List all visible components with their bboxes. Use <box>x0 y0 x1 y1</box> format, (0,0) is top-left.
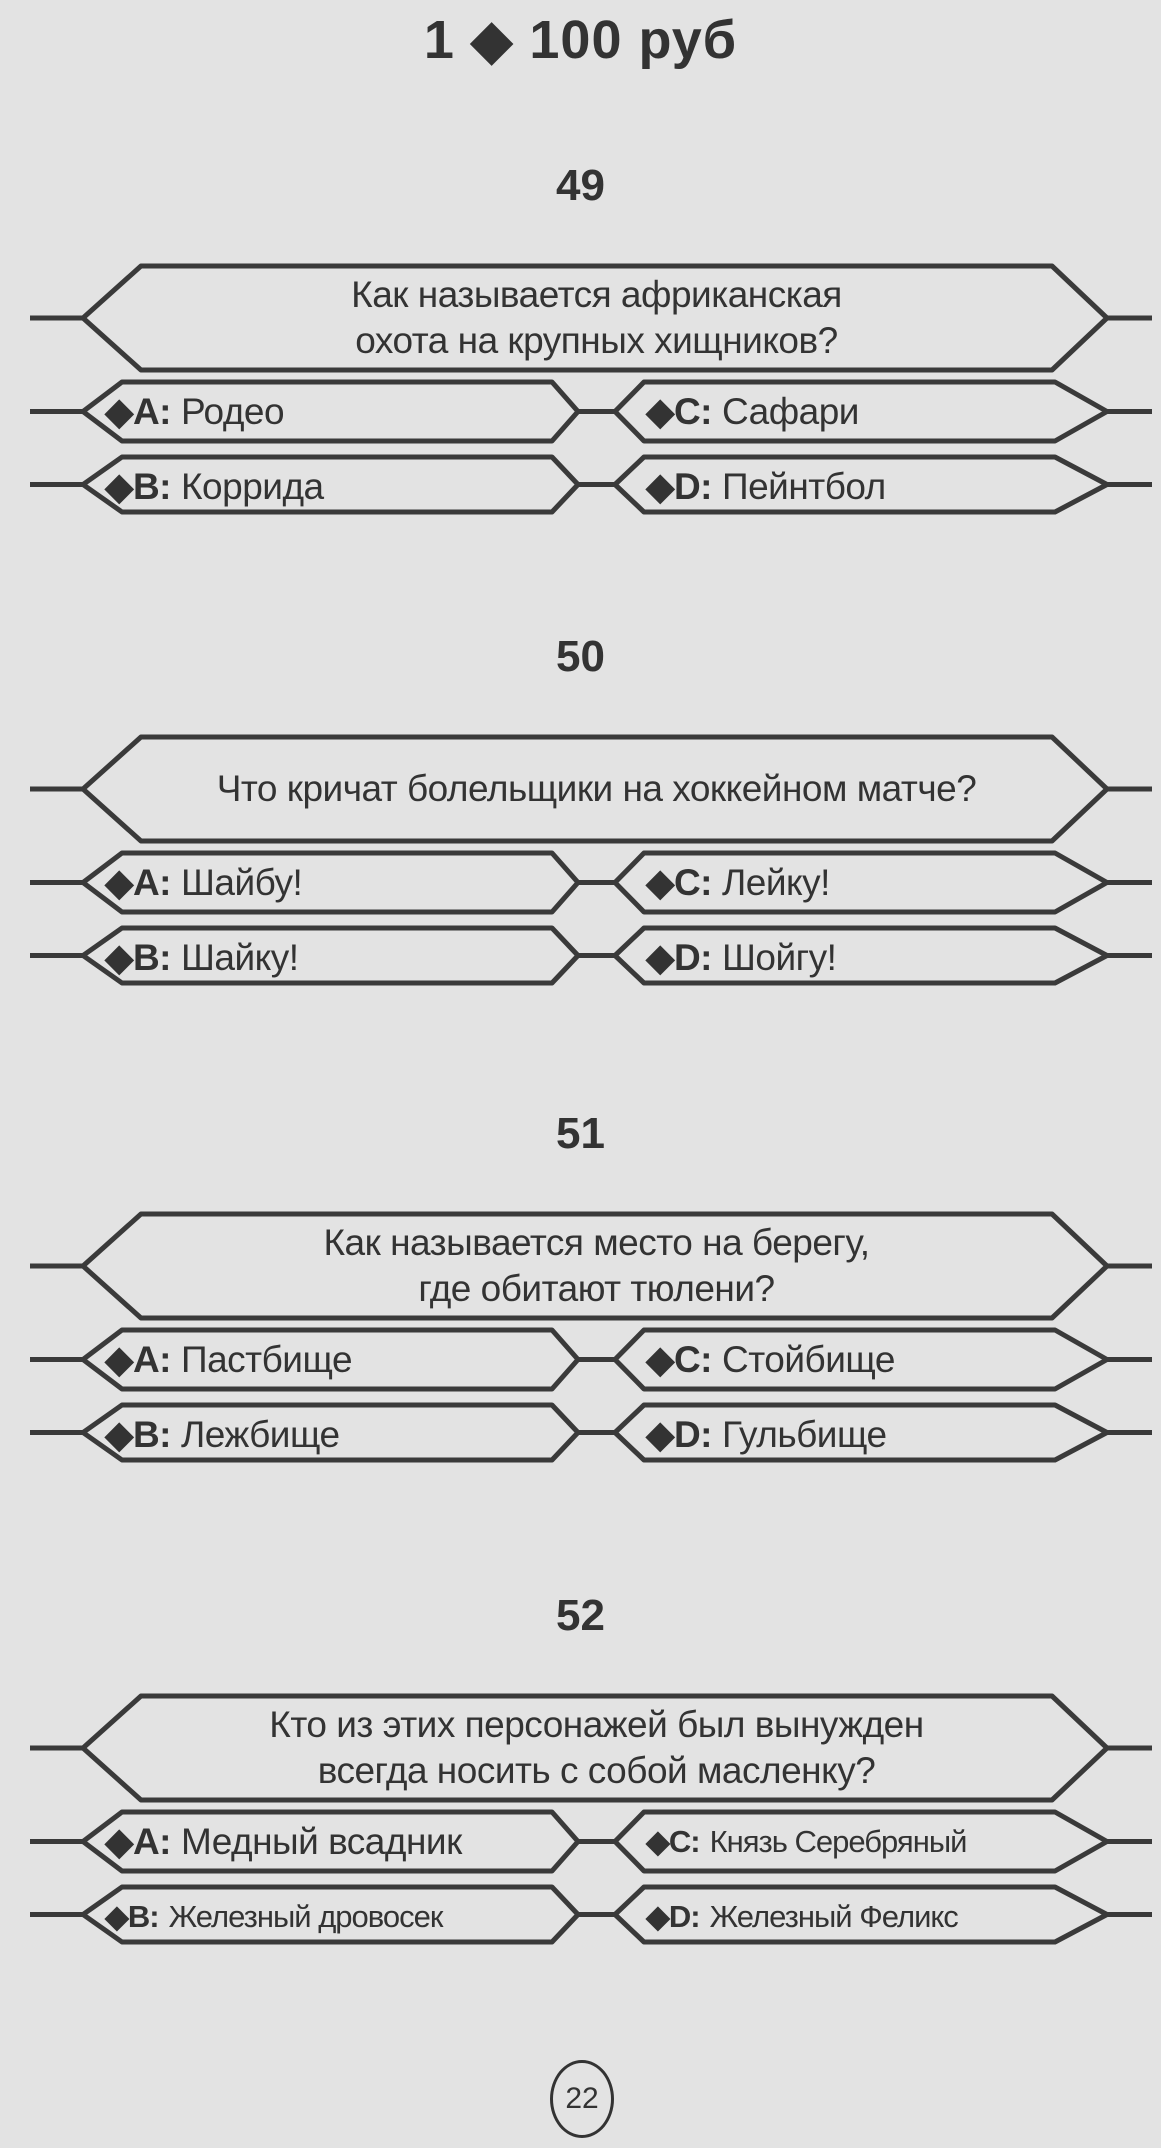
frame-graphics <box>30 734 1152 986</box>
answer-label: ◆B: <box>105 1414 172 1455</box>
answer-label: ◆D: <box>646 466 713 507</box>
answer-text: Гульбище <box>722 1413 887 1455</box>
answer-b[interactable]: ◆B:Железный дровосек <box>105 1887 444 1946</box>
answer-text: Пейнтбол <box>722 465 886 507</box>
answer-b[interactable]: ◆B:Лежбище <box>105 1405 340 1464</box>
page-number: 22 <box>550 2060 614 2138</box>
question-block: 52 Кто из этих персонажей был вынужден в… <box>0 1586 1161 1946</box>
answer-text: Князь Серебряный <box>709 1823 968 1859</box>
answer-d[interactable]: ◆D:Шойгу! <box>646 928 837 987</box>
answer-text: Стойбище <box>722 1338 895 1380</box>
answer-label: ◆A: <box>105 1821 172 1862</box>
answer-label: ◆D: <box>646 1414 713 1455</box>
question-text: Кто из этих персонажей был вынужден всег… <box>269 1704 924 1791</box>
answer-text: Шайку! <box>181 936 299 978</box>
question-number: 52 <box>556 1591 605 1640</box>
answer-text: Железный дровосек <box>168 1898 444 1934</box>
frame-graphics <box>30 1693 1152 1945</box>
answer-label: ◆C: <box>646 1339 713 1380</box>
answer-text: Шойгу! <box>722 936 837 978</box>
answer-c[interactable]: ◆C:Стойбище <box>646 1330 895 1389</box>
question-block: 49 Как называется африканская охота на к… <box>0 156 1161 516</box>
answer-label: ◆A: <box>105 1339 172 1380</box>
frame-graphics <box>30 1211 1152 1463</box>
answer-label: ◆C: <box>646 862 713 903</box>
answer-text: Родео <box>181 390 285 432</box>
answer-label: ◆B: <box>105 937 172 978</box>
answer-text: Сафари <box>722 390 859 432</box>
answer-a[interactable]: ◆A:Родео <box>105 382 285 441</box>
question-block: 50 Что кричат болельщики на хоккейном ма… <box>0 627 1161 987</box>
question-text: Как называется африканская охота на круп… <box>351 274 842 361</box>
answer-c[interactable]: ◆C:Князь Серебряный <box>646 1812 968 1871</box>
answer-label: ◆A: <box>105 391 172 432</box>
question-block: 51 Как называется место на берегу, где о… <box>0 1104 1161 1464</box>
question-number: 50 <box>556 632 605 681</box>
question-text: Как называется место на берегу, где обит… <box>323 1222 870 1309</box>
answer-label: ◆C: <box>646 1823 701 1859</box>
answer-a[interactable]: ◆A:Медный всадник <box>105 1812 462 1871</box>
answer-d[interactable]: ◆D:Железный Феликс <box>646 1887 959 1946</box>
answer-label: ◆B: <box>105 1898 160 1934</box>
answer-d[interactable]: ◆D:Пейнтбол <box>646 457 886 516</box>
page-title: 1 ◆ 100 руб <box>423 10 738 70</box>
answer-c[interactable]: ◆C:Лейку! <box>646 853 830 912</box>
answer-label: ◆D: <box>646 937 713 978</box>
answer-text: Медный всадник <box>181 1820 462 1862</box>
answer-text: Лейку! <box>722 861 830 903</box>
question-text: Что кричат болельщики на хоккейном матче… <box>216 768 977 809</box>
answer-d[interactable]: ◆D:Гульбище <box>646 1405 887 1464</box>
answer-a[interactable]: ◆A:Шайбу! <box>105 853 303 912</box>
question-number: 51 <box>556 1109 605 1158</box>
answer-text: Шайбу! <box>181 861 303 903</box>
answer-b[interactable]: ◆B:Коррида <box>105 457 324 516</box>
answer-label: ◆A: <box>105 862 172 903</box>
answer-label: ◆B: <box>105 466 172 507</box>
answer-b[interactable]: ◆B:Шайку! <box>105 928 299 987</box>
answer-a[interactable]: ◆A:Пастбище <box>105 1330 353 1389</box>
answer-label: ◆C: <box>646 391 713 432</box>
question-number: 49 <box>556 161 605 210</box>
answer-label: ◆D: <box>646 1898 701 1934</box>
answer-text: Лежбище <box>181 1413 340 1455</box>
answer-c[interactable]: ◆C:Сафари <box>646 382 859 441</box>
answer-text: Железный Феликс <box>709 1898 959 1934</box>
answer-text: Коррида <box>181 465 324 507</box>
answer-text: Пастбище <box>181 1338 353 1380</box>
frame-graphics <box>30 263 1152 515</box>
